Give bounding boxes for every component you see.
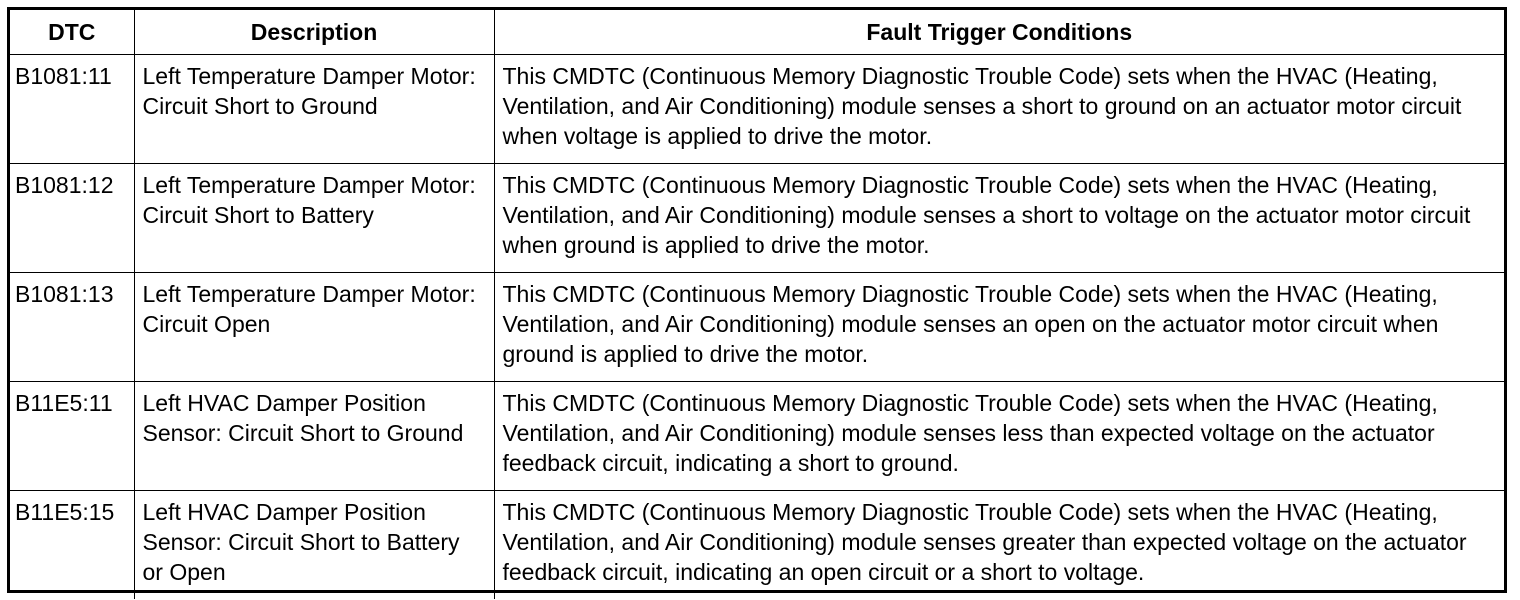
dtc-description: Left HVAC Damper Position Sensor: Circui… xyxy=(133,381,495,491)
dtc-code: B1081:11 xyxy=(10,54,135,164)
dtc-code: B1081:12 xyxy=(10,163,135,273)
fault-trigger-conditions: This CMDTC (Continuous Memory Diagnostic… xyxy=(493,272,1504,382)
dtc-description: Left HVAC Damper Position Sensor: Circui… xyxy=(133,490,495,599)
table-row: B11E5:15 Left HVAC Damper Position Senso… xyxy=(10,490,1504,599)
table-row: B11E5:11 Left HVAC Damper Position Senso… xyxy=(10,381,1504,491)
fault-trigger-conditions: This CMDTC (Continuous Memory Diagnostic… xyxy=(493,381,1504,491)
table-row: B1081:13 Left Temperature Damper Motor: … xyxy=(10,272,1504,382)
dtc-description: Left Temperature Damper Motor: Circuit O… xyxy=(133,272,495,382)
dtc-code: B1081:13 xyxy=(10,272,135,382)
dtc-code: B11E5:11 xyxy=(10,381,135,491)
header-description: Description xyxy=(133,10,495,55)
header-fault-trigger-conditions: Fault Trigger Conditions xyxy=(493,10,1504,55)
fault-trigger-conditions: This CMDTC (Continuous Memory Diagnostic… xyxy=(493,54,1504,164)
table-row: B1081:11 Left Temperature Damper Motor: … xyxy=(10,54,1504,164)
fault-trigger-conditions: This CMDTC (Continuous Memory Diagnostic… xyxy=(493,490,1504,599)
fault-trigger-conditions: This CMDTC (Continuous Memory Diagnostic… xyxy=(493,163,1504,273)
dtc-table-frame: DTC Description Fault Trigger Conditions… xyxy=(7,7,1507,599)
table-header-row: DTC Description Fault Trigger Conditions xyxy=(10,10,1504,55)
header-dtc: DTC xyxy=(10,10,135,55)
dtc-description: Left Temperature Damper Motor: Circuit S… xyxy=(133,163,495,273)
dtc-description: Left Temperature Damper Motor: Circuit S… xyxy=(133,54,495,164)
dtc-code: B11E5:15 xyxy=(10,490,135,599)
table-row: B1081:12 Left Temperature Damper Motor: … xyxy=(10,163,1504,273)
dtc-table: DTC Description Fault Trigger Conditions… xyxy=(10,10,1504,599)
